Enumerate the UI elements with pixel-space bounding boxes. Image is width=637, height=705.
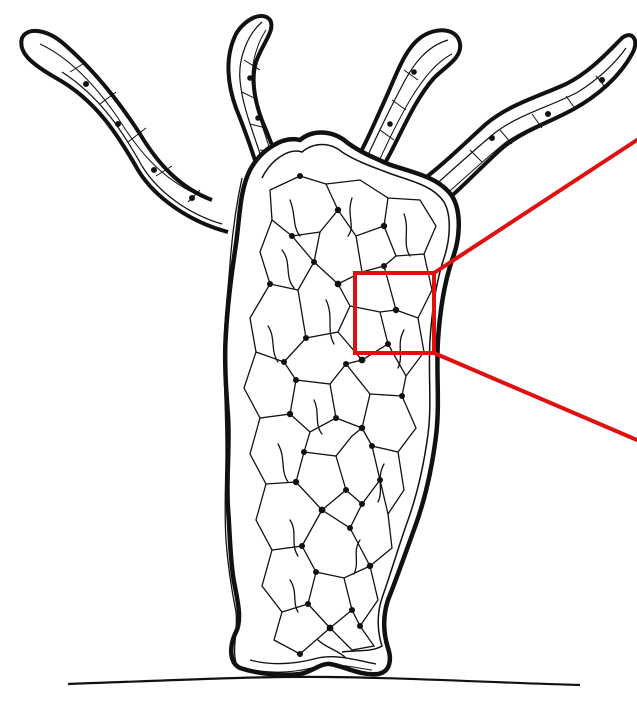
zoom-line-bottom xyxy=(434,353,637,440)
tentacle-left-outer xyxy=(21,31,228,232)
ground-line xyxy=(68,677,580,685)
